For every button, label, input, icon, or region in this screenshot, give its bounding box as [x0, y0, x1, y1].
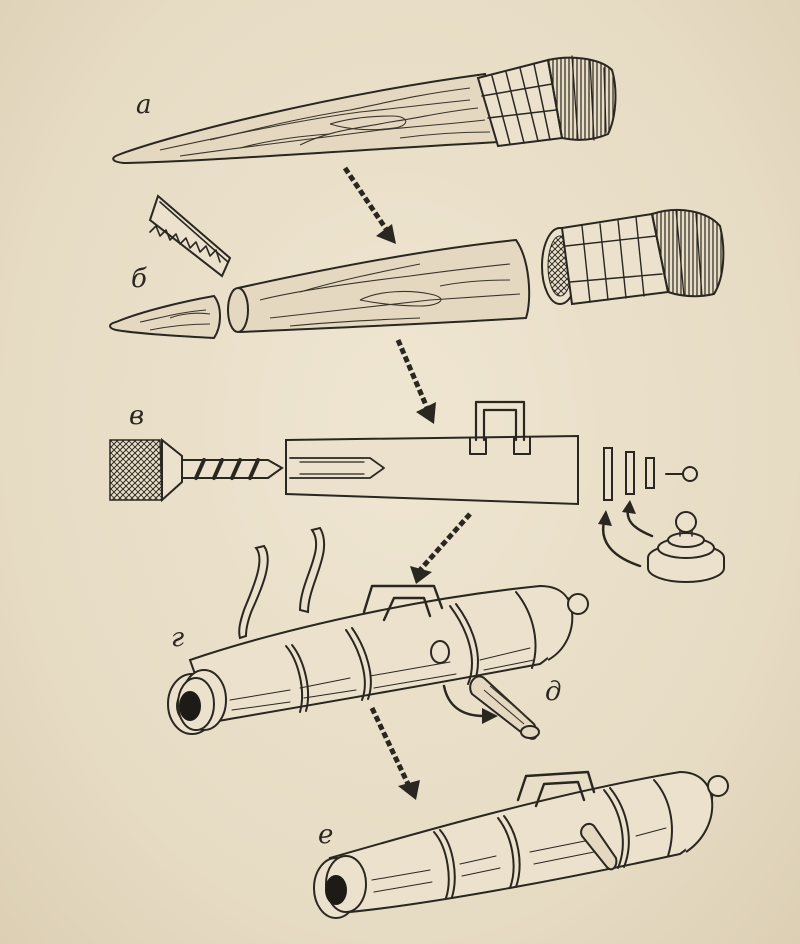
- label-b: б: [131, 264, 147, 294]
- step-a-brush-handle: а: [112, 55, 617, 165]
- saw-icon: [148, 194, 232, 278]
- wood-block: [285, 434, 579, 506]
- knob-base: [647, 511, 725, 583]
- arrow-g-to-e: [369, 706, 420, 800]
- arrow-a-to-b: [342, 166, 396, 244]
- label-e: е: [318, 820, 333, 850]
- label-a: а: [136, 90, 152, 120]
- label-d: д: [545, 677, 561, 707]
- step-g-cannon-body: г д: [167, 526, 589, 740]
- step-e-finished-cannon: е: [313, 770, 729, 919]
- label-v: в: [129, 401, 144, 431]
- arrow-c-to-g: [410, 512, 472, 584]
- arrow-b-to-c: [395, 339, 436, 424]
- step-c-drilling: в: [109, 400, 725, 583]
- drill-chuck-icon: [109, 439, 163, 501]
- step-b-cut-pieces: б: [109, 194, 725, 340]
- label-g: г: [171, 623, 184, 653]
